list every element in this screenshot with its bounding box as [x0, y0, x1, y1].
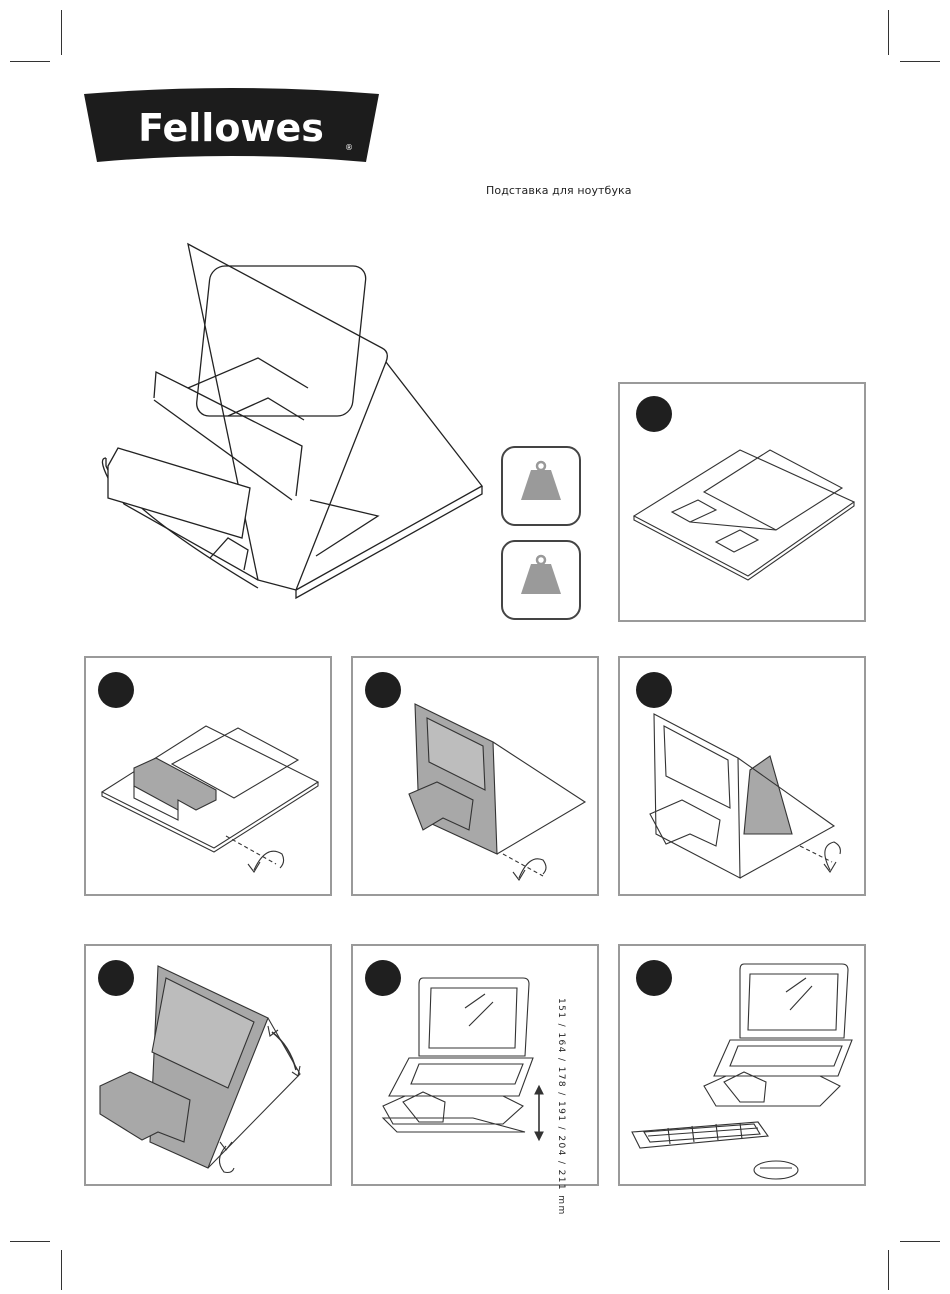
step-7-panel [618, 944, 866, 1186]
crop-mark-bl-v [61, 1250, 62, 1290]
crop-mark-tl-h [10, 61, 50, 62]
product-title: Подставка для ноутбука [486, 184, 632, 197]
weight-light-icon-box [501, 446, 581, 526]
crop-mark-tr-h [900, 61, 940, 62]
crop-mark-tr-v [888, 10, 889, 55]
step-3-panel [351, 656, 599, 896]
step-1-panel [618, 382, 866, 622]
crop-mark-br-v [888, 1250, 889, 1290]
registered-mark: ® [345, 143, 353, 152]
brand-logo: Fellowes ® [84, 88, 379, 168]
crop-mark-br-h [900, 1241, 940, 1242]
height-settings-label: 151 / 164 / 178 / 191 / 204 / 211 mm [556, 998, 566, 1216]
weight-heavy-icon-box [501, 540, 581, 620]
weight-icon [521, 564, 561, 594]
crop-mark-tl-v [61, 10, 62, 55]
laptop-stand-illustration [78, 238, 518, 618]
step-4-panel [618, 656, 866, 896]
logo-text: Fellowes [138, 106, 324, 150]
weight-icon [521, 470, 561, 500]
crop-mark-bl-h [10, 1241, 50, 1242]
mouse-illustration [754, 1161, 798, 1179]
step-5-panel [84, 944, 332, 1186]
step-2-panel [84, 656, 332, 896]
